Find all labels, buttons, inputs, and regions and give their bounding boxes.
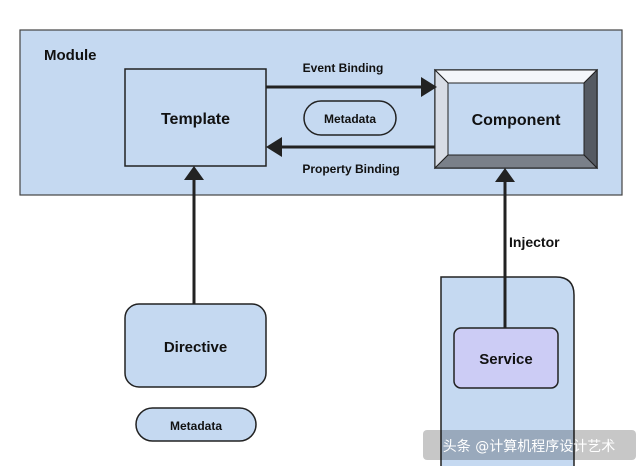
service-label: Service: [479, 351, 532, 368]
property-binding-label: Property Binding: [302, 162, 399, 176]
directive-box: [124, 303, 267, 388]
template-label: Template: [161, 111, 230, 128]
watermark: 头条 @计算机程序设计艺术: [423, 430, 636, 460]
property-binding-arrow: [266, 137, 435, 157]
service-to-component-arrow: [495, 168, 515, 328]
metadata-pill-bottom: [135, 407, 257, 442]
event-binding-label: Event Binding: [303, 61, 384, 75]
metadata-top-label: Metadata: [324, 112, 376, 126]
metadata-bottom-label: Metadata: [170, 419, 222, 433]
template-box: [124, 68, 267, 167]
service-box: [453, 327, 559, 389]
metadata-pill-top: [303, 100, 397, 136]
directive-to-template-arrow: [184, 166, 204, 304]
component-label: Component: [472, 112, 562, 129]
injector-label: Injector: [509, 234, 560, 250]
event-binding-arrow: [266, 77, 437, 97]
module-label: Module: [44, 47, 97, 64]
watermark-text: 头条 @计算机程序设计艺术: [443, 438, 615, 455]
directive-label: Directive: [164, 339, 227, 356]
component-box: [433, 68, 599, 170]
